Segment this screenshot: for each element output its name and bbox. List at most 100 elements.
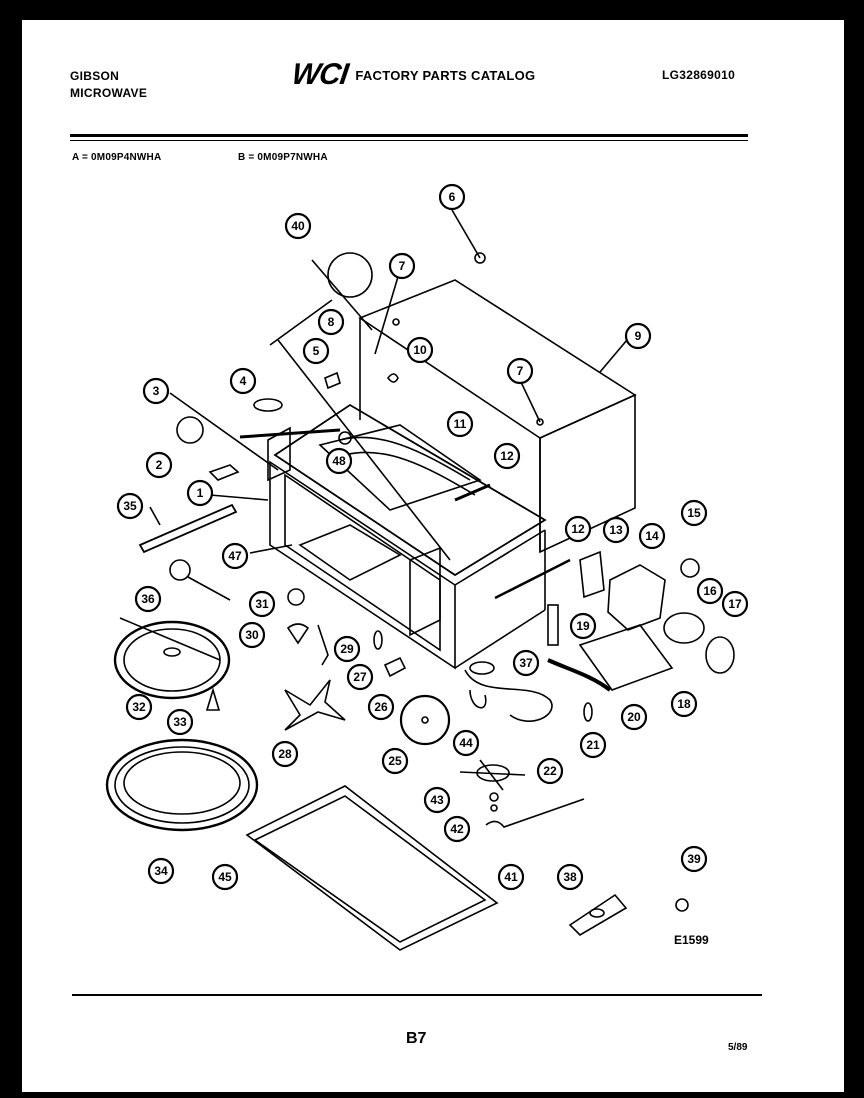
svg-text:36: 36 bbox=[141, 592, 155, 606]
svg-text:13: 13 bbox=[609, 523, 623, 537]
callout-38: 38 bbox=[556, 863, 584, 891]
svg-text:1: 1 bbox=[197, 486, 204, 500]
header-rule-thin bbox=[70, 140, 748, 141]
page-number: B7 bbox=[406, 1030, 427, 1047]
svg-text:17: 17 bbox=[728, 597, 742, 611]
callout-25: 25 bbox=[381, 747, 409, 775]
callout-36: 36 bbox=[134, 585, 162, 613]
callout-21: 21 bbox=[579, 731, 607, 759]
callout-15: 15 bbox=[680, 499, 708, 527]
svg-text:30: 30 bbox=[245, 628, 259, 642]
svg-text:4: 4 bbox=[240, 374, 247, 388]
svg-text:28: 28 bbox=[278, 747, 292, 761]
svg-text:25: 25 bbox=[388, 754, 402, 768]
callout-20: 20 bbox=[620, 703, 648, 731]
svg-text:48: 48 bbox=[332, 454, 346, 468]
callout-19: 19 bbox=[569, 612, 597, 640]
svg-text:21: 21 bbox=[586, 738, 600, 752]
callout-41: 41 bbox=[497, 863, 525, 891]
callout-10: 10 bbox=[406, 336, 434, 364]
callout-28: 28 bbox=[271, 740, 299, 768]
callout-39: 39 bbox=[680, 845, 708, 873]
callout-4: 4 bbox=[229, 367, 257, 395]
callout-17: 17 bbox=[721, 590, 749, 618]
svg-text:11: 11 bbox=[454, 417, 467, 431]
brand-block: GIBSON MICROWAVE bbox=[70, 68, 147, 102]
callout-43: 43 bbox=[423, 786, 451, 814]
brand-name: GIBSON bbox=[70, 69, 120, 83]
svg-text:20: 20 bbox=[627, 710, 641, 724]
svg-text:38: 38 bbox=[563, 870, 577, 884]
callout-45: 45 bbox=[211, 863, 239, 891]
callout-48: 48 bbox=[325, 447, 353, 475]
svg-text:35: 35 bbox=[123, 499, 137, 513]
callout-7b: 7 bbox=[506, 357, 534, 385]
svg-text:7: 7 bbox=[517, 364, 524, 378]
callout-1: 1 bbox=[186, 479, 214, 507]
svg-text:32: 32 bbox=[132, 700, 146, 714]
svg-text:34: 34 bbox=[154, 864, 168, 878]
svg-text:37: 37 bbox=[519, 656, 533, 670]
callout-16: 16 bbox=[696, 577, 724, 605]
svg-text:47: 47 bbox=[228, 549, 242, 563]
callout-31: 31 bbox=[248, 590, 276, 618]
svg-text:44: 44 bbox=[459, 736, 473, 750]
svg-text:10: 10 bbox=[413, 343, 427, 357]
catalog-page: GIBSON MICROWAVE WCI FACTORY PARTS CATAL… bbox=[22, 20, 844, 1092]
callout-33: 33 bbox=[166, 708, 194, 736]
svg-text:31: 31 bbox=[255, 597, 269, 611]
callout-27: 27 bbox=[346, 663, 374, 691]
svg-text:16: 16 bbox=[703, 584, 717, 598]
svg-text:7: 7 bbox=[399, 259, 406, 273]
svg-text:5: 5 bbox=[313, 344, 320, 358]
svg-text:12: 12 bbox=[500, 449, 514, 463]
footer-rule bbox=[72, 994, 762, 996]
callout-6: 6 bbox=[438, 183, 466, 211]
callout-44: 44 bbox=[452, 729, 480, 757]
callout-3: 3 bbox=[142, 377, 170, 405]
callout-22: 22 bbox=[536, 757, 564, 785]
svg-text:8: 8 bbox=[328, 315, 335, 329]
revision-date: 5/89 bbox=[728, 1042, 748, 1053]
callout-12a: 12 bbox=[493, 442, 521, 470]
header-rule-thick bbox=[70, 134, 748, 137]
product-type: MICROWAVE bbox=[70, 86, 148, 100]
svg-text:39: 39 bbox=[687, 852, 701, 866]
exploded-parts-diagram: 40 6 7 8 9 5 10 7 4 3 11 12 48 2 1 35 15… bbox=[105, 183, 749, 951]
callout-37: 37 bbox=[512, 649, 540, 677]
callout-26: 26 bbox=[367, 693, 395, 721]
callout-2: 2 bbox=[145, 451, 173, 479]
svg-text:22: 22 bbox=[543, 764, 557, 778]
svg-text:6: 6 bbox=[449, 190, 456, 204]
svg-text:18: 18 bbox=[677, 697, 691, 711]
callout-13: 13 bbox=[602, 516, 630, 544]
catalog-header: WCI FACTORY PARTS CATALOG bbox=[290, 58, 536, 92]
svg-text:26: 26 bbox=[374, 700, 388, 714]
callout-9: 9 bbox=[624, 322, 652, 350]
figure-code: E1599 bbox=[674, 933, 709, 947]
svg-text:40: 40 bbox=[291, 219, 305, 233]
diagram-artwork bbox=[105, 209, 735, 951]
svg-text:43: 43 bbox=[430, 793, 444, 807]
svg-text:27: 27 bbox=[353, 670, 367, 684]
callout-40: 40 bbox=[284, 212, 312, 240]
callout-14: 14 bbox=[638, 522, 666, 550]
svg-text:12: 12 bbox=[571, 522, 585, 536]
catalog-number: LG32869010 bbox=[662, 68, 736, 82]
svg-text:15: 15 bbox=[687, 506, 701, 520]
catalog-title: FACTORY PARTS CATALOG bbox=[355, 67, 536, 83]
callout-34: 34 bbox=[147, 857, 175, 885]
svg-text:41: 41 bbox=[504, 870, 518, 884]
callout-30: 30 bbox=[238, 621, 266, 649]
callout-8: 8 bbox=[317, 308, 345, 336]
svg-text:3: 3 bbox=[153, 384, 160, 398]
model-b: B = 0M09P7NWHA bbox=[238, 152, 328, 163]
callout-42: 42 bbox=[443, 815, 471, 843]
callout-7a: 7 bbox=[388, 252, 416, 280]
svg-text:42: 42 bbox=[450, 822, 464, 836]
callout-35: 35 bbox=[116, 492, 144, 520]
callout-47: 47 bbox=[221, 542, 249, 570]
svg-text:2: 2 bbox=[156, 458, 163, 472]
svg-text:45: 45 bbox=[218, 870, 232, 884]
callout-5: 5 bbox=[302, 337, 330, 365]
